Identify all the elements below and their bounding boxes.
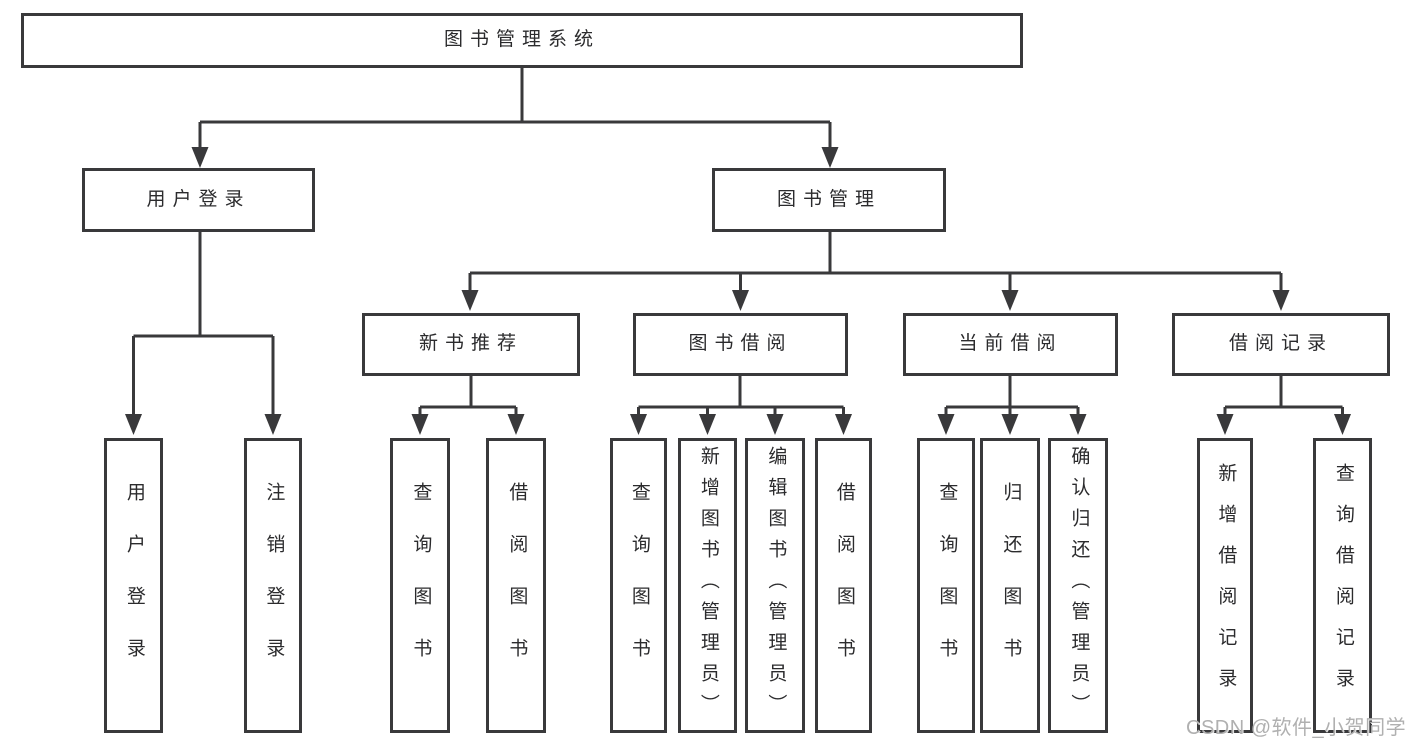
leaf-current-return-books: 归还图书 bbox=[980, 438, 1040, 733]
connector-borrowing-records-to-leaves bbox=[1216, 375, 1351, 435]
node-book-management: 图书管理 bbox=[712, 168, 946, 232]
leaf-newbook-query-books: 查询图书 bbox=[390, 438, 450, 733]
leaf-borrowing-edit-books-admin: 编辑图书（管理员） bbox=[745, 438, 805, 733]
node-book-borrowing: 图书借阅 bbox=[633, 313, 848, 376]
connector-user-login-to-leaves bbox=[125, 230, 282, 435]
connector-book-borrowing-to-leaves bbox=[630, 375, 852, 435]
leaf-current-confirm-return-admin: 确认归还（管理员） bbox=[1048, 438, 1108, 733]
connector-new-book-recommend-to-leaves bbox=[411, 375, 525, 435]
connector-book-management-to-sections bbox=[461, 230, 1290, 311]
node-borrowing-records: 借阅记录 bbox=[1172, 313, 1390, 376]
leaf-user-login: 用户登录 bbox=[104, 438, 163, 733]
leaf-records-add-borrow-record: 新增借阅记录 bbox=[1197, 438, 1253, 733]
connector-current-borrowing-to-leaves bbox=[937, 375, 1087, 435]
node-current-borrowing: 当前借阅 bbox=[903, 313, 1118, 376]
leaf-borrowing-add-books-admin: 新增图书（管理员） bbox=[678, 438, 737, 733]
leaf-records-query-borrow-record: 查询借阅记录 bbox=[1313, 438, 1372, 733]
leaf-logout-login: 注销登录 bbox=[244, 438, 302, 733]
leaf-borrowing-borrow-books: 借阅图书 bbox=[815, 438, 872, 733]
node-new-book-recommend: 新书推荐 bbox=[362, 313, 580, 376]
node-library-management-system: 图书管理系统 bbox=[21, 13, 1023, 68]
leaf-newbook-borrow-books: 借阅图书 bbox=[486, 438, 546, 733]
connector-root-to-level2 bbox=[191, 66, 839, 168]
leaf-current-query-books: 查询图书 bbox=[917, 438, 975, 733]
csdn-watermark: CSDN @软件_小贺同学 bbox=[1186, 717, 1405, 739]
node-user-login: 用户登录 bbox=[82, 168, 315, 232]
leaf-borrowing-query-books: 查询图书 bbox=[610, 438, 667, 733]
